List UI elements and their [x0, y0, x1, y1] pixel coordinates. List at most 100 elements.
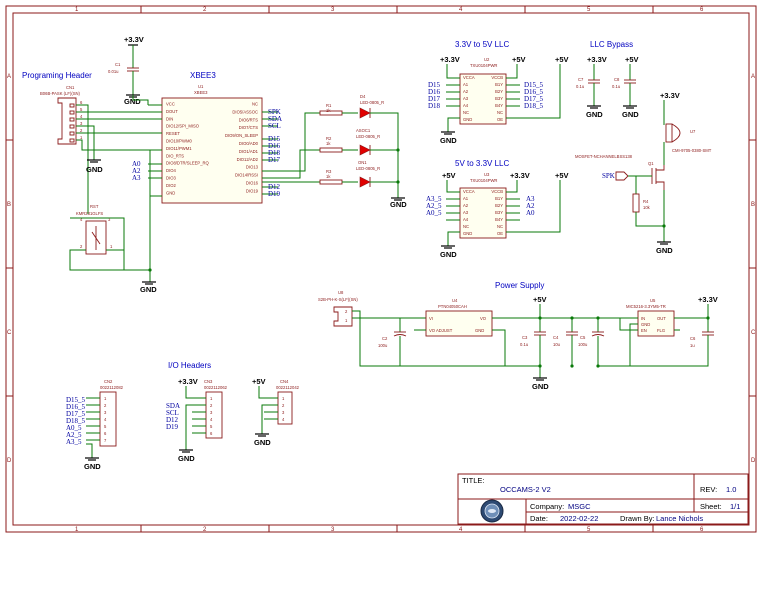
net-a3-u3: A3: [526, 195, 535, 203]
c7-value: 0.1u: [576, 84, 585, 89]
net-sda-cn3: SDA: [166, 402, 180, 410]
cn3-power: +3.3V: [178, 377, 198, 386]
u3-ref: U3: [484, 172, 490, 177]
rst-value: KMR231GLFS: [76, 211, 103, 216]
net-scl-xbee: SCL: [268, 122, 281, 130]
u3-pin-right-6: OE: [497, 231, 503, 236]
r4-ref: R4: [643, 199, 649, 204]
xbee-pin-right-1: DIO5/ASSOC: [232, 109, 258, 114]
grid-row-c: C: [7, 330, 12, 336]
svg-text:3: 3: [108, 217, 111, 222]
cn2-value: 0022112082: [100, 385, 124, 390]
u1-ref: U1: [198, 84, 204, 89]
xbee-pin-left-3: DIO12/SPI_MISO: [166, 124, 200, 129]
d4-ref: D4: [360, 94, 366, 99]
xbee-pin-left-9: DIO4: [166, 168, 176, 173]
net-d18-5-cn2: D18_5: [66, 417, 86, 425]
title-block: TITLE: OCCAMS-2 V2 REV: 1.0 Company: MSG…: [457, 473, 749, 525]
grid-col-6-bottom: 6: [700, 527, 704, 533]
cn2-pin-3: 3: [104, 410, 107, 415]
grid-row-b: B: [7, 202, 11, 208]
r3-value: 1k: [326, 174, 331, 179]
net-d12-cn3: D12: [166, 416, 179, 424]
net-d15-xbee: D15: [268, 135, 281, 143]
r4-value: 10k: [643, 205, 651, 210]
xbee-pin-left-6: DIO11/PWM1: [166, 146, 192, 151]
u8-value: S2B-PH-K-S(LF)(SN): [318, 297, 358, 302]
u5-pin-gnd: GND: [641, 322, 650, 327]
u3-pin-left-0: VCCA: [463, 189, 475, 194]
net-a2-u3: A2: [526, 202, 535, 210]
grid-row-d: D: [7, 458, 12, 464]
grid-col-2: 2: [203, 7, 207, 13]
net-d15-5-u2: D15_5: [524, 81, 544, 89]
grid-col-3: 3: [331, 7, 335, 13]
grid-row-c-right: C: [751, 330, 756, 336]
u2-pin-right-6: OE: [497, 117, 503, 122]
net-d15-5-cn2: D15_5: [66, 396, 86, 404]
c1-capacitor: +3.3V C1 0.01u GND: [108, 35, 144, 106]
xbee-pin-right-10: DIO16: [246, 181, 259, 186]
net-d16-xbee: D16: [268, 142, 281, 150]
xbee-pin-right-3: DIO7/CTS: [239, 125, 259, 130]
u1-xbee3: U1 XBEE3: [161, 84, 263, 204]
c4-ref: C4: [553, 335, 559, 340]
u2-vcca-power: +3.3V: [440, 55, 460, 64]
cn3-gnd-label: GND: [178, 454, 195, 463]
on1-ref: ON1: [358, 160, 367, 165]
xbee-pin-left-10: DIO3: [166, 176, 176, 181]
net-d17-5-u2: D17_5: [524, 95, 544, 103]
xbee-pin-right-7: DIO12/AD2: [237, 157, 259, 162]
xbee-wiring: [132, 95, 320, 197]
c7-gnd-label: GND: [586, 110, 603, 119]
xbee-pin-right-11: DIO19: [246, 188, 259, 193]
net-d17-xbee: D17: [268, 156, 281, 164]
rst-gnd-label: GND: [140, 285, 157, 294]
xbee-pin-right-0: NC: [252, 102, 258, 107]
svg-text:1: 1: [80, 135, 83, 140]
u2-pin-right-5: NC: [497, 110, 503, 115]
xbee-pin-right-5: DIO0/AD0: [239, 141, 259, 146]
cn2-pin-1: 1: [104, 396, 107, 401]
net-d15-u2: D15: [428, 81, 441, 89]
cn3-pin-3: 3: [210, 410, 213, 415]
net-a2-5-u3: A2_5: [426, 202, 442, 210]
u2-ref: U2: [484, 57, 490, 62]
section-llc-3v3-to-5v: 3.3V to 5V LLC: [455, 40, 509, 49]
c1-ref: C1: [115, 62, 121, 67]
section-llc-5v-to-3v3: 5V to 3.3V LLC: [455, 159, 509, 168]
asoc1-ref: ASOC1: [356, 128, 371, 133]
u4-value: PTN04050CAH: [438, 304, 467, 309]
llc-bypass-caps: +3.3V C7 0.1u GND +5V C8 0.1u GND: [576, 55, 639, 119]
cn3-ref: CN3: [204, 379, 213, 384]
cn4-power: +5V: [252, 377, 266, 386]
c6-value: 1u: [690, 343, 695, 348]
c6-ref: C6: [690, 336, 696, 341]
u3-vccb-power: +3.3V: [510, 171, 530, 180]
u2-pin-right-2: B2Y: [495, 89, 503, 94]
grid-row-a: A: [7, 74, 11, 80]
c2-value: 100u: [378, 343, 388, 348]
asoc1-value: LED-0805_R: [356, 134, 380, 139]
net-d19-cn3: D19: [166, 423, 179, 431]
cn1-ref: CN1: [66, 85, 75, 90]
u4-pin-gnd: GND: [475, 328, 484, 333]
u4-pin-vi: VI: [429, 316, 433, 321]
xbee-pin-right-2: DIO6/RTS: [239, 117, 258, 122]
cn1-value: B06B-PASK (LF)(SN): [40, 91, 81, 96]
net-scl-cn3: SCL: [166, 409, 179, 417]
r3-ref: R3: [326, 169, 332, 174]
section-io-headers: I/O Headers: [168, 361, 211, 370]
cn3-pin-2: 2: [210, 403, 213, 408]
power-supply: U8 S2B-PH-K-S(LF)(SN) 21 U4 PTN04050CAH …: [318, 290, 718, 391]
svg-text:2: 2: [80, 244, 83, 249]
u3-oe-power: +5V: [555, 171, 569, 180]
u2-value: TXU0104PWR: [470, 63, 497, 68]
c4-value: 10u: [553, 342, 561, 347]
cn3-header: +3.3V CN3 0022112062 GND SDA SCL D12 D19: [166, 377, 228, 463]
section-llc-bypass: LLC Bypass: [590, 40, 633, 49]
u3-pin-right-4: B4Y: [495, 217, 503, 222]
xbee-right-pins: NCDIO5/ASSOCDIO6/RTSDIO7/CTSDIO9/ON_SLEE…: [225, 102, 259, 194]
